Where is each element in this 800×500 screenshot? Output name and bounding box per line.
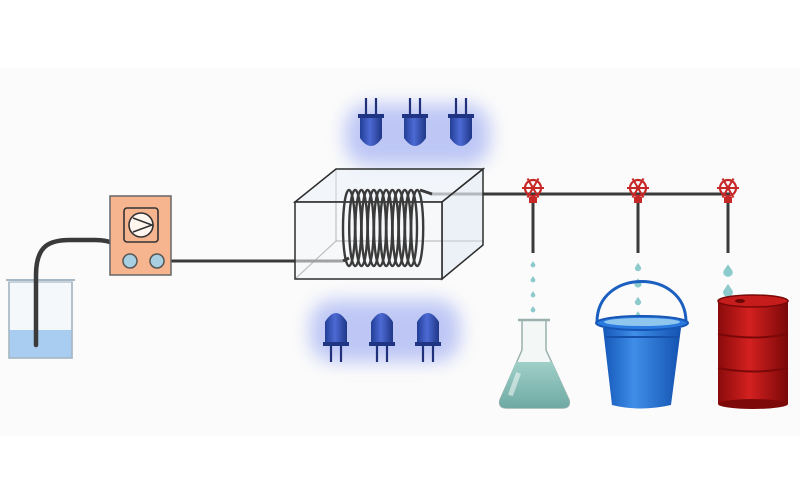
bottom-led-array: [310, 300, 460, 362]
coil-reactor-icon: [341, 188, 433, 268]
droplet-icon: [634, 262, 642, 272]
valves: [522, 177, 739, 203]
led-icon: [448, 98, 474, 146]
led-icon: [358, 98, 384, 146]
droplet-icon: [530, 276, 536, 283]
droplet-icon: [723, 264, 733, 277]
pump-inlet-port: [122, 253, 138, 269]
droplet-icon: [530, 306, 536, 313]
top-led-array: [345, 98, 490, 166]
led-icon: [369, 313, 395, 362]
coil-reactor: [292, 167, 486, 281]
valve-icon[interactable]: [717, 177, 739, 203]
led-icon: [402, 98, 428, 146]
pump: [109, 195, 172, 276]
peristaltic-pump-icon: [123, 207, 159, 243]
pump-outlet-port: [149, 253, 165, 269]
droplet-icon: [530, 291, 536, 298]
valve-icon[interactable]: [522, 177, 544, 203]
barrel: [717, 294, 789, 409]
droplets: [530, 261, 733, 319]
flask: [498, 318, 571, 409]
led-icon: [323, 313, 349, 362]
droplet-icon: [530, 261, 536, 268]
valve-icon[interactable]: [627, 177, 649, 203]
droplet-icon: [634, 296, 642, 306]
bucket: [595, 280, 689, 409]
source-beaker: [6, 279, 75, 359]
droplet-icon: [723, 284, 733, 297]
led-icon: [415, 313, 441, 362]
